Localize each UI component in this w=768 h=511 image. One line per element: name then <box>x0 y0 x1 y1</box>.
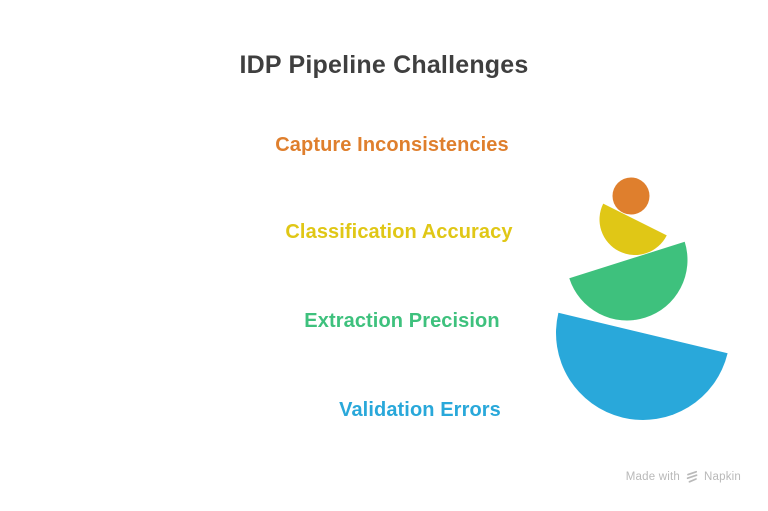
diagram-title: IDP Pipeline Challenges <box>239 51 529 79</box>
label-extraction-precision: Extraction Precision <box>304 310 500 332</box>
label-validation-errors: Validation Errors <box>339 399 501 421</box>
napkin-logo-icon <box>686 470 698 483</box>
made-with-napkin-badge[interactable]: Made with Napkin <box>626 470 741 484</box>
capture-inconsistencies-circle <box>612 177 650 215</box>
extraction-precision-semicircle <box>569 241 688 321</box>
classification-accuracy-semicircle <box>599 203 667 255</box>
napkin-brand-text: Napkin <box>704 471 741 483</box>
made-with-text: Made with <box>625 471 680 483</box>
label-capture-inconsistencies: Capture Inconsistencies <box>275 134 509 156</box>
label-classification-accuracy: Classification Accuracy <box>285 221 513 243</box>
